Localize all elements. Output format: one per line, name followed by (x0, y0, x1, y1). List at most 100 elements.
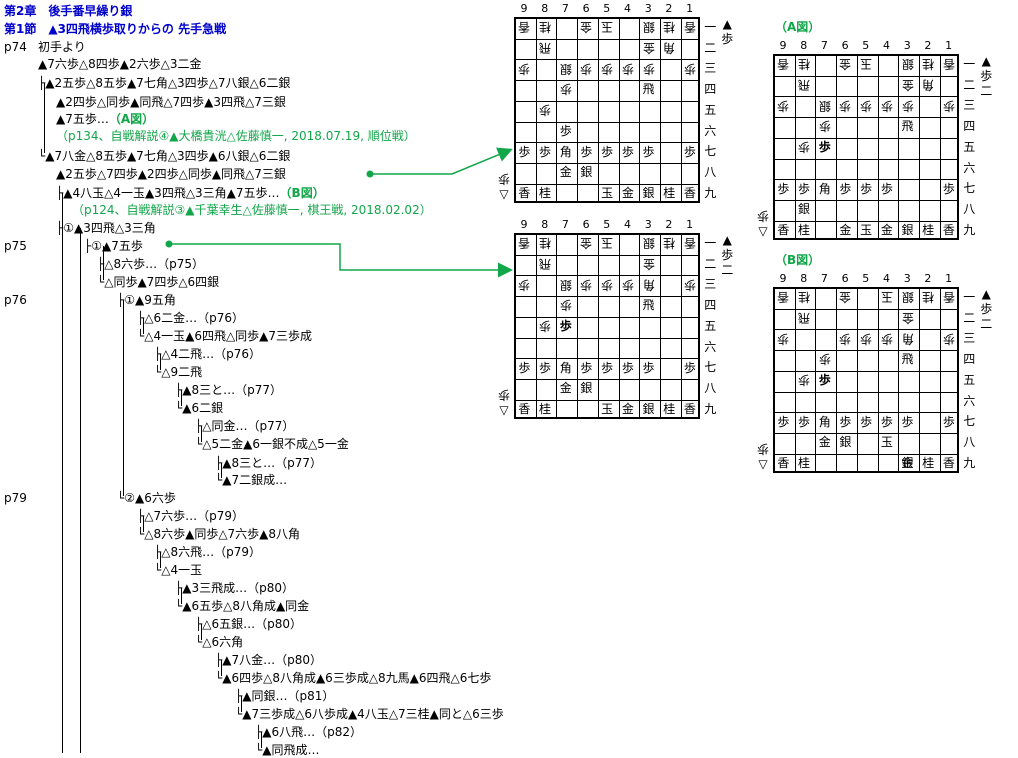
variation-line: └△8六歩▲同歩△7六歩▲8八角 (137, 526, 300, 542)
variation-text: （p124、自戦解説③▲千葉幸生△佐藤慎一, 棋王戦, 2018.02.02） (72, 203, 432, 217)
tree-line (181, 588, 182, 604)
sente-hand: 二 (980, 317, 993, 331)
gote-piece: 歩 (580, 61, 593, 76)
gote-piece: 香 (942, 57, 955, 72)
grid-line (775, 432, 958, 434)
variation-line: ├▲4八玉△4一玉▲3四飛△3三角▲7五歩…（B図） (56, 185, 325, 201)
sente-piece: 銀 (901, 455, 914, 470)
variation-line: └▲6四歩△8八角成▲6三歩成△8九馬▲6四飛△6七歩 (215, 670, 491, 686)
gote-piece: 角 (663, 41, 676, 56)
variation-text: ├▲8三と…（p77） (175, 383, 282, 397)
grid-line (775, 370, 958, 372)
variation-text: ├▲3三飛成…（p80） (175, 581, 294, 595)
grid-line (680, 19, 682, 202)
rank-label: 九 (704, 185, 717, 200)
tree-line (181, 390, 182, 406)
file-label: 6 (582, 2, 590, 15)
sente-piece: 歩 (798, 414, 811, 429)
sente-piece: 歩 (942, 414, 955, 429)
variation-text: ├△7六歩…（p79） (137, 509, 244, 523)
variation-line: └▲6二銀 (175, 400, 223, 416)
shogi-board: 香桂金玉銀桂香飛金歩銀歩歩歩角歩歩飛歩歩歩歩角歩歩歩歩歩金銀香桂玉金銀桂香 (514, 233, 701, 420)
grid-line (775, 117, 958, 119)
sente-piece: 香 (683, 185, 696, 200)
tree-line (143, 318, 144, 334)
sente-piece: 歩 (539, 144, 552, 159)
file-label: 6 (841, 39, 849, 52)
chapter-title: 第2章 後手番早繰り銀 (4, 4, 133, 18)
sente-piece: 銀 (839, 435, 852, 450)
grid-line (516, 121, 699, 123)
file-label: 7 (820, 272, 828, 285)
sente-piece: 歩 (901, 414, 914, 429)
variation-line: ├▲同銀…（p81） (235, 688, 334, 704)
sente-piece: 玉 (601, 401, 614, 416)
grid-line (836, 289, 838, 472)
file-label: 6 (841, 272, 849, 285)
variation-line: ├▲2五歩△8五歩▲7七角△3四歩△7八銀△6二銀 (38, 75, 290, 91)
grid-line (775, 329, 958, 331)
grid-line (639, 19, 641, 202)
variation-text: ├△4二飛…（p76） (154, 347, 261, 361)
file-label: 6 (582, 218, 590, 231)
rank-label: 九 (963, 222, 976, 237)
file-label: 4 (883, 39, 890, 52)
gote-piece: 玉 (601, 20, 614, 35)
gote-piece: 桂 (539, 20, 552, 35)
gote-piece: 歩 (580, 277, 593, 292)
grid-line (836, 56, 838, 239)
file-label: 9 (520, 218, 528, 231)
variation-line: ▲7六歩△8四歩▲2六歩△3二金 (38, 56, 201, 72)
sente-piece: 桂 (663, 185, 676, 200)
grid-line (775, 453, 958, 455)
diagram-title: （B図） (775, 253, 821, 267)
gote-piece: 桂 (922, 57, 935, 72)
sente-piece: 飛 (642, 82, 655, 97)
sente-piece: 飛 (901, 352, 914, 367)
grid-line (659, 19, 661, 202)
grid-line (939, 289, 941, 472)
gote-piece: 飛 (798, 78, 811, 93)
grid-line (516, 316, 699, 318)
rank-label: 三 (704, 61, 717, 76)
variation-text: ├①▲9五角 (117, 293, 176, 307)
sente-piece: 歩 (518, 144, 531, 159)
gote-hand: 歩 (498, 388, 511, 403)
sente-piece: 金 (901, 455, 914, 470)
gote-piece: 歩 (601, 61, 614, 76)
rank-label: 一 (963, 290, 976, 304)
grid-line (898, 289, 900, 472)
sente-piece: 金 (621, 185, 634, 200)
gote-piece: 銀 (559, 61, 572, 76)
gote-hand: ▽ (499, 187, 509, 202)
rank-label: 四 (963, 352, 976, 367)
gote-piece: 飛 (539, 257, 552, 272)
sente-piece: 歩 (839, 181, 852, 196)
sente-piece: 歩 (683, 144, 696, 159)
grid-line (775, 350, 958, 352)
gote-piece: 香 (777, 57, 790, 72)
rank-label: 二 (963, 77, 976, 92)
variation-line: └△9二飛 (154, 364, 202, 380)
rank-label: 七 (963, 414, 976, 429)
file-label: 2 (924, 272, 932, 285)
gote-piece: 歩 (901, 98, 914, 113)
tree-line (123, 300, 124, 496)
tree-line (241, 696, 242, 712)
sente-piece: 歩 (559, 319, 572, 334)
grid-line (775, 199, 958, 201)
variation-text: ▲7五歩… (56, 112, 109, 126)
grid-line (556, 235, 558, 418)
rank-label: 六 (704, 339, 717, 354)
tree-line (62, 193, 63, 753)
gote-piece: 飛 (539, 41, 552, 56)
sente-piece: 桂 (922, 222, 935, 237)
grid-line (775, 391, 958, 393)
gote-piece: 歩 (777, 98, 790, 113)
gote-piece: 金 (839, 57, 852, 72)
variation-text: ▲2四歩△同歩▲同飛△7四歩▲3四飛△7三銀 (56, 95, 286, 109)
sente-piece: 玉 (601, 185, 614, 200)
variation-text: ├△6二金…（p76） (137, 311, 244, 325)
file-label: 4 (624, 218, 631, 231)
page-number: p76 (4, 293, 27, 307)
